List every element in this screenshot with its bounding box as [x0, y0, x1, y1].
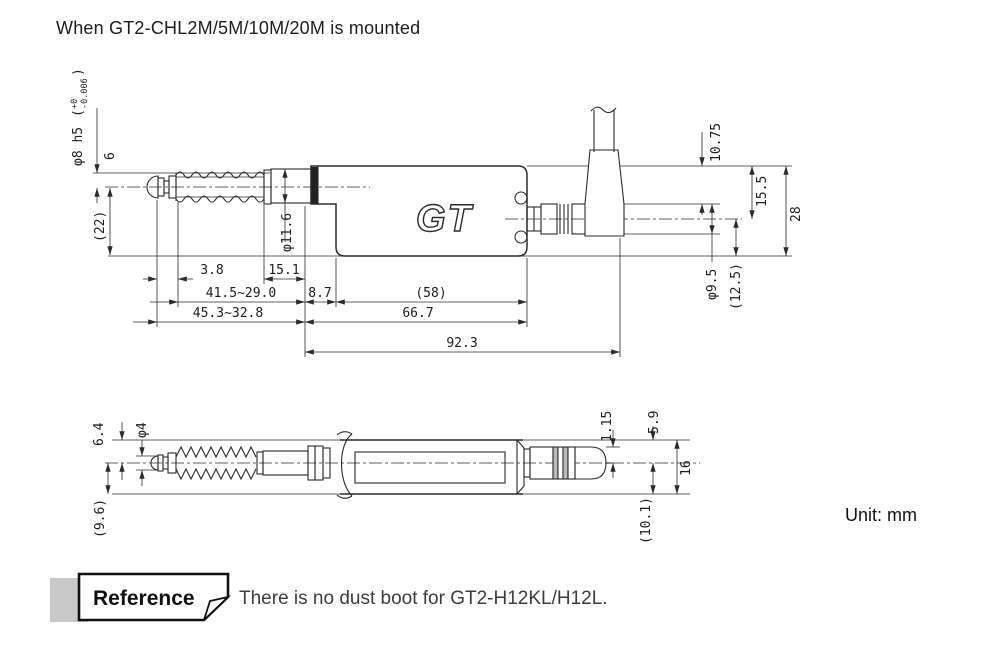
- dim-lower-height: (12.5): [729, 263, 744, 310]
- dim-tip-len: 3.8: [200, 263, 223, 278]
- dim-top-offset: 6: [103, 152, 118, 160]
- svg-text:φ8 h5: φ8 h5: [71, 127, 86, 166]
- dim-total-len: 92.3: [446, 336, 477, 351]
- contact-ball: [146, 175, 159, 199]
- dim-stroke-lower: 45.3~32.8: [193, 306, 263, 321]
- dim-lower-width: (9.6): [93, 499, 108, 538]
- spindle-dia-label: φ8 h5 ( +0 -0.006 ): [70, 68, 90, 166]
- dim-cable-offset: 10.75: [709, 123, 724, 162]
- dust-boot: [175, 445, 257, 481]
- dim-upper-height: 15.5: [755, 176, 770, 207]
- dim-stroke-upper: 41.5~29.0: [206, 286, 276, 301]
- dim-connector-dia: φ9.5: [705, 269, 720, 300]
- top-view: GT φ8 h5 ( +0: [70, 68, 804, 357]
- dim-gap: 8.7: [308, 286, 331, 301]
- reference-note: There is no dust boot for GT2-H12KL/H12L…: [239, 588, 608, 609]
- unit-label: Unit: mm: [845, 505, 917, 525]
- page-title: When GT2-CHL2M/5M/10M/20M is mounted: [56, 18, 421, 38]
- dim-pin-offset: 1.15: [600, 411, 615, 442]
- dim-body-len: (58): [415, 286, 446, 301]
- dim-conn-upper: 5.9: [647, 411, 662, 434]
- sensor-body: GT: [310, 165, 528, 257]
- dim-collar-len: 15.1: [268, 263, 299, 278]
- bottom-connector: [516, 439, 611, 495]
- reference-label: Reference: [93, 587, 195, 610]
- page-curl-icon: [203, 595, 231, 621]
- svg-text:): ): [71, 68, 86, 76]
- dim-front-len: 66.7: [402, 306, 433, 321]
- clamp-barrel: [270, 168, 312, 204]
- dim-conn-lower: (10.1): [639, 497, 654, 544]
- right-angle-boot: [584, 149, 625, 237]
- gt-logo: GT: [416, 198, 474, 240]
- dim-tip-dia: φ4: [135, 422, 150, 438]
- bottom-view: 6.4 φ4 (9.6) 1.15 5.9 (10.1) 16: [92, 411, 700, 544]
- mount-hole-lower: [514, 230, 528, 244]
- dim-upper-width: 6.4: [92, 422, 107, 446]
- svg-text:+0: +0: [70, 99, 80, 109]
- body-recess: [354, 451, 506, 484]
- dim-width: 16: [679, 460, 694, 476]
- svg-text:(: (: [71, 109, 86, 117]
- dim-barrel-dia: φ11.6: [280, 213, 295, 252]
- clamp-clip: [336, 431, 353, 499]
- cable-break: [590, 106, 617, 114]
- cable-connector: [526, 106, 625, 237]
- dim-height: 28: [789, 206, 804, 222]
- svg-text:-0.006: -0.006: [80, 78, 90, 109]
- dim-side-height: (22): [93, 211, 108, 242]
- mount-hole-upper: [514, 191, 528, 205]
- reference-tag: Reference: [77, 572, 231, 622]
